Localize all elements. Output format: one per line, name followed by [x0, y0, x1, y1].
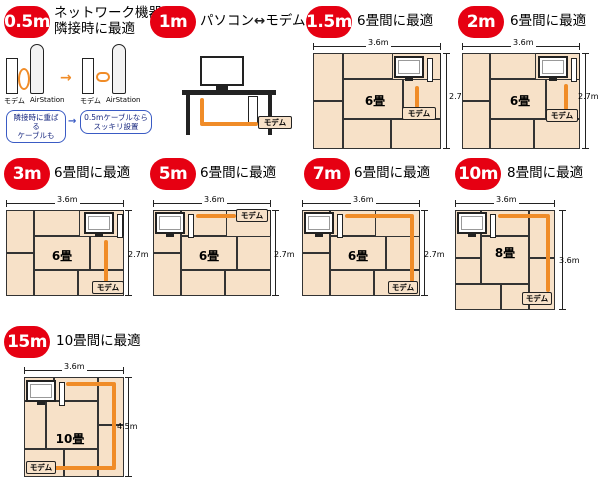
desk-leg-icon [268, 95, 272, 135]
monitor-icon [200, 56, 244, 86]
length-badge-0-5m: 0.5m [4, 6, 50, 38]
modem-box: モデム [258, 116, 292, 129]
modem-device-icon [82, 58, 94, 94]
room-size-label: 6畳 [51, 249, 73, 263]
heading-0-5m-line2: 隣接時に最適 [54, 21, 135, 37]
room-size-label: 6畳 [347, 249, 369, 263]
heading-3m: 6畳間に最適 [54, 165, 131, 181]
length-badge-2m: 2m [458, 6, 504, 38]
height-label: 4.5m [117, 422, 138, 431]
height-label: 3.6m [559, 256, 580, 265]
room-size-label: 10畳 [55, 432, 85, 446]
room-size-label: 6畳 [198, 249, 220, 263]
height-label: 2.7m [128, 250, 149, 259]
length-badge-3m: 3m [4, 158, 50, 190]
arrow-right-icon: → [68, 116, 77, 127]
height-label: 2.7m [274, 250, 295, 259]
heading-0-5m-line1: ネットワーク機器の [54, 5, 176, 21]
height-label: 2.7m [424, 250, 445, 259]
room-size-label: 8畳 [494, 246, 516, 260]
heading-2m: 6畳間に最適 [510, 13, 587, 29]
arrow-right-icon: → [60, 70, 72, 86]
cable-segment [200, 98, 204, 124]
modem-caption-right: モデム [80, 97, 101, 105]
cable-segment [200, 122, 258, 126]
width-label: 3.6m [366, 38, 391, 47]
modem-box: モデム [402, 107, 436, 120]
pc-tower-icon [248, 96, 258, 124]
heading-7m: 6畳間に最適 [354, 165, 431, 181]
length-badge-1m: 1m [150, 6, 196, 38]
length-badge-10m: 10m [455, 158, 501, 190]
length-badge-1-5m: 1.5m [306, 6, 352, 38]
heading-1-5m: 6畳間に最適 [357, 13, 434, 29]
room-size-label: 6畳 [364, 94, 386, 108]
modem-box: モデム [236, 209, 268, 222]
width-label: 3.6m [202, 195, 227, 204]
airstation-caption-left: AirStation [30, 96, 65, 104]
monitor-stand-icon [216, 86, 228, 90]
desk-leg-icon [186, 95, 190, 135]
modem-box: モデム [26, 461, 56, 474]
width-label: 3.6m [351, 195, 376, 204]
width-label: 3.6m [494, 195, 519, 204]
modem-box: モデム [522, 292, 552, 305]
length-badge-5m: 5m [150, 158, 196, 190]
double-arrow-icon: ↔ [254, 13, 266, 29]
width-label: 3.6m [62, 362, 87, 371]
length-badge-7m: 7m [304, 158, 350, 190]
modem-device-icon [6, 58, 18, 94]
airstation-caption-right: AirStation [106, 96, 141, 104]
desk-icon [182, 90, 276, 95]
heading-10m: 8畳間に最適 [507, 165, 584, 181]
modem-box: モデム [546, 109, 578, 122]
note-tidy-cable: 0.5mケーブルなら スッキリ設置 [80, 110, 152, 134]
modem-box: モデム [388, 281, 418, 294]
height-label: 2.7m [449, 92, 470, 101]
coiled-cable-icon [18, 68, 30, 90]
note-bulky-cable: 隣接時に重ばる ケーブルも [6, 110, 66, 143]
length-badge-15m: 15m [4, 326, 50, 358]
modem-box: モデム [92, 281, 124, 294]
heading-15m: 10畳間に最適 [56, 333, 141, 349]
modem-caption-left: モデム [4, 97, 25, 105]
airstation-device-icon [112, 44, 126, 94]
width-label: 3.6m [55, 195, 80, 204]
short-cable-icon [96, 72, 110, 82]
airstation-device-icon [30, 44, 44, 94]
heading-5m: 6畳間に最適 [200, 165, 277, 181]
room-size-label: 6畳 [509, 94, 531, 108]
width-label: 3.6m [511, 38, 536, 47]
height-label: 2.7m [578, 92, 599, 101]
heading-1m-pc: パソコン [200, 13, 254, 29]
